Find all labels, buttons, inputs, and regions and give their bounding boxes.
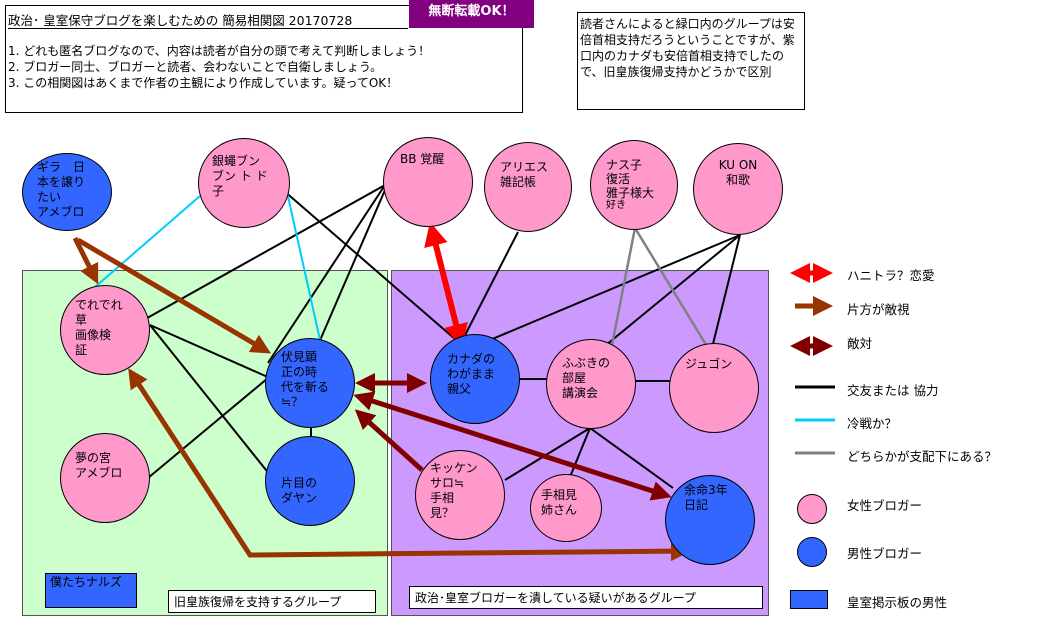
hostile-arrows <box>353 373 672 501</box>
node-fushimi[interactable] <box>265 338 355 428</box>
line-bb-fushimi <box>267 184 386 364</box>
line-bb-fushimi2 <box>317 189 386 346</box>
node-fushimi-label: 伏見顕 正の時 代を斬る ≒？ <box>281 350 330 409</box>
node-aries-label: アリエス 雑記帳 <box>500 160 549 189</box>
arrow-yomei-tsurezure <box>128 368 691 562</box>
line-aries-kanada <box>459 231 519 346</box>
legend-male-label: 男性ブロガー <box>847 546 923 561</box>
node-yomei-label: 余命3年 日記 <box>684 483 728 512</box>
node-ginbae[interactable] <box>198 138 290 228</box>
node-kuon-label: KU ON 和歌 <box>718 158 758 187</box>
node-bb-label: BB 覚醒 <box>400 152 445 166</box>
node-gira[interactable] <box>22 153 112 231</box>
legend-imperial-label: 皇室掲示板の男性 <box>847 595 948 610</box>
node-bb[interactable] <box>383 137 473 227</box>
page-title: 政治･ 皇室保守ブログを楽しむための 簡易相関図 20170728 <box>8 13 353 28</box>
legend-imperial-symbol <box>790 590 828 609</box>
node-yumenomiya-label: 夢の宮 アメブロ <box>75 451 123 480</box>
node-kanada-label: カナダの わがまま 親父 <box>447 352 496 396</box>
legend-friend-label: 交友または 協力 <box>847 383 939 398</box>
node-kikken[interactable] <box>415 450 505 540</box>
side-note: 読者さんによると緑口内のグループは安倍首相支持だろうということですが、紫口内のカ… <box>580 17 795 79</box>
purple-group-label: 政治･皇室ブロガーを潰している疑いがあるグループ <box>409 586 763 609</box>
line-ginbae-fushimi <box>286 191 321 341</box>
line-tsurezure-fushimi <box>149 324 271 379</box>
line-nasuko-fubuki <box>610 227 637 346</box>
line-kuon-jugon <box>711 234 741 349</box>
node-tesoumi[interactable] <box>530 474 602 542</box>
legend-female-label: 女性ブロガー <box>847 498 923 513</box>
node-aries[interactable] <box>484 142 572 232</box>
line-nasuko-jugon <box>633 227 710 349</box>
cold-lines <box>94 191 321 341</box>
line-fubuki-yomei <box>589 427 674 489</box>
header-note-2: 2. ブロガー同士、ブロガーと読者、会わないことで自衛しましょう。 <box>8 60 383 74</box>
legend-love-label: ハニトラ？恋愛 <box>847 268 935 283</box>
node-tesoumi-label: 手相見 姉さん <box>541 488 578 517</box>
control-lines <box>610 227 710 349</box>
side-note-box <box>577 12 805 110</box>
node-katame-label: 片目の ダヤン <box>281 476 318 505</box>
narutos-note: 僕たちナルズ <box>45 573 137 608</box>
line-ginbae-tsurezure <box>94 195 201 288</box>
free-reprint-badge: 無断転載OK！ <box>409 0 534 28</box>
legend-cold-label: 冷戦か？ <box>847 416 898 431</box>
node-kikken-label: キッケン サロ≒ 手相 見？ <box>430 461 478 520</box>
header-note-1: 1. どれも匿名ブログなので、内容は読者が自分の頭で考えて判断しましょう！ <box>8 44 431 58</box>
legend-male-symbol <box>797 537 827 567</box>
node-tsurezure[interactable] <box>60 285 150 375</box>
arrow-kikken-fushimi <box>354 409 424 472</box>
arrow-gira-tsurezure <box>72 236 99 285</box>
line-kuon-kanada <box>477 234 741 346</box>
header-note-3: 3. この相関図はあくまで作者の主観により作成しています。疑ってOK！ <box>8 76 399 90</box>
friend-lines <box>139 184 741 489</box>
node-katame[interactable] <box>265 436 355 526</box>
oneway-arrows <box>72 236 691 562</box>
oneway-arrows-dark <box>354 409 424 472</box>
line-kuon-fubuki <box>599 234 741 351</box>
node-nasuko[interactable] <box>590 140 678 230</box>
legend-oneway-label: 片方が敵視 <box>847 302 910 317</box>
node-nasuko-label: ナス子 復活 雅子様大 好き <box>606 158 655 211</box>
green-group-label: 旧皇族復帰を支持するグループ <box>168 590 376 613</box>
node-fubuki[interactable] <box>546 339 636 429</box>
legend-control-label: どちらかが支配下にある？ <box>847 449 998 464</box>
line-tsurezure-katame <box>149 324 271 476</box>
arrow-bb-kanada <box>424 221 468 349</box>
line-fubuki-kikken <box>504 427 591 481</box>
header-notes: 1. どれも匿名ブログなので、内容は読者が自分の頭で考えて判断しましょう！ 2.… <box>8 43 430 91</box>
legend-symbols <box>789 263 835 455</box>
arrow-fushimi-yomei <box>353 391 672 501</box>
node-kanada[interactable] <box>430 334 520 424</box>
node-tsurezure-label: でれでれ 草 画像検 証 <box>75 298 123 357</box>
node-jugon[interactable] <box>669 343 759 433</box>
node-ginbae-label: 銀蠅ブン ブン ト ド 子 <box>212 154 268 198</box>
legend-female-symbol <box>797 494 827 524</box>
node-yumenomiya[interactable] <box>60 433 150 523</box>
title-underline <box>8 28 408 29</box>
node-kuon[interactable] <box>693 143 783 235</box>
legend-hostile-label: 敵対 <box>847 336 873 351</box>
node-yomei[interactable] <box>665 475 755 565</box>
node-jugon-label: ジュゴン <box>685 357 733 371</box>
arrow-gira-fushimi <box>76 237 272 354</box>
node-fubuki-label: ふぶきの 部屋 講演会 <box>562 356 611 400</box>
node-gira-label: ギラ 日 本を譲り たい アメブロ <box>37 160 86 219</box>
